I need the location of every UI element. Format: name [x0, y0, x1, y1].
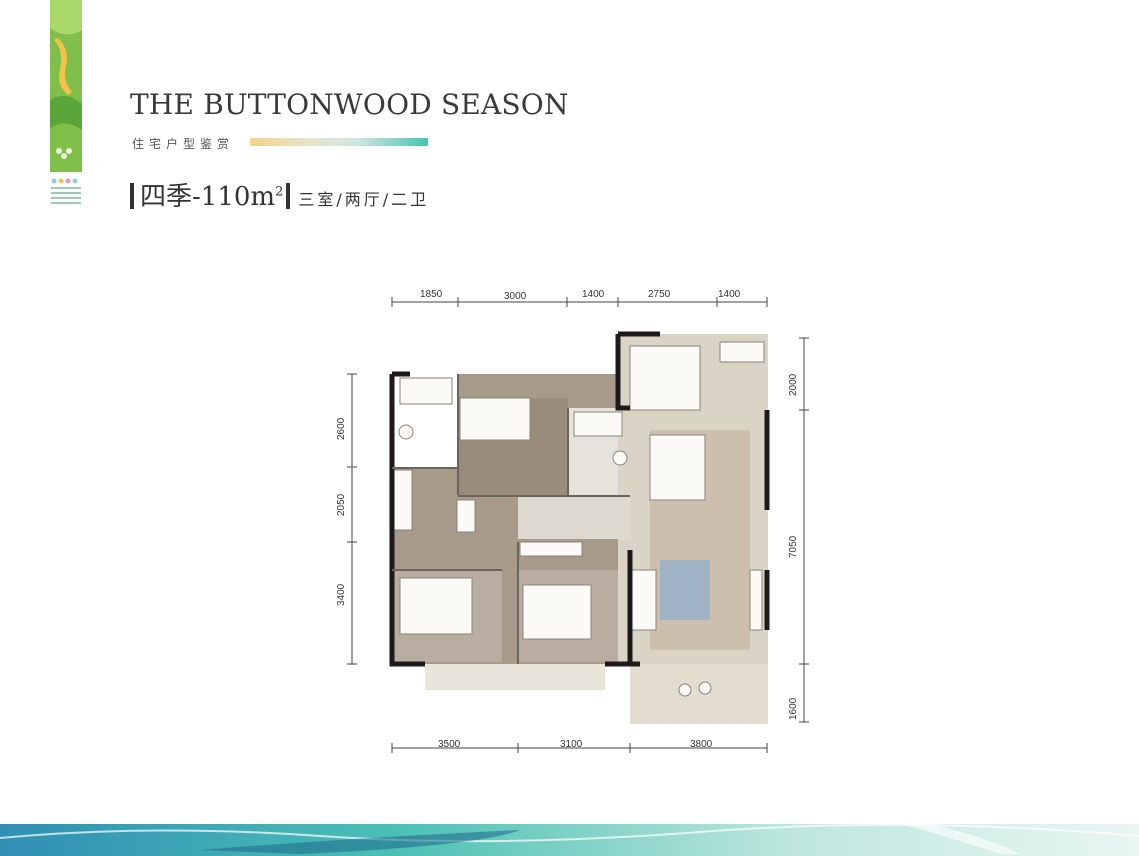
dim-left-2: 2050 [336, 493, 347, 516]
toilet-2 [612, 450, 628, 466]
gradient-accent-bar [250, 138, 428, 146]
dim-bottom-3: 3800 [690, 739, 713, 750]
wardrobe-2 [393, 469, 413, 531]
floor-plan: 1850 3000 1400 2750 1400 3500 3100 3800 … [336, 289, 809, 753]
room-summary: 三室/两厅/二卫 [298, 190, 430, 209]
dim-top-5: 1400 [718, 289, 741, 300]
fridge [719, 341, 765, 363]
unit-name-text: 四季-110m [140, 182, 276, 212]
walls [389, 331, 770, 667]
left-bar-divider [130, 183, 134, 209]
dim-top-1: 1850 [420, 289, 443, 300]
kitchen-counter [629, 345, 701, 411]
dining-table [649, 434, 706, 501]
sofa [631, 569, 657, 631]
dim-bottom-1: 3500 [438, 739, 461, 750]
balcony-chair-2 [698, 681, 712, 695]
page-subtitle: 住宅户型鉴赏 [132, 137, 235, 151]
decorative-dots [51, 178, 81, 204]
right-bar-divider [286, 183, 291, 209]
furniture [393, 341, 765, 697]
wardrobe-1 [456, 499, 476, 533]
bed-master [399, 577, 473, 635]
tv-unit [749, 569, 763, 631]
dimension-lines [347, 297, 809, 753]
dim-top-2: 3000 [504, 291, 527, 302]
bed-second [522, 584, 592, 640]
dim-right-2: 7050 [788, 535, 799, 558]
bed-north [459, 397, 531, 441]
balcony-chair-1 [678, 683, 692, 697]
unit-heading: 四季-110m2 三室/两厅/二卫 [130, 176, 429, 213]
decorative-wave [0, 823, 1139, 856]
wardrobe-3 [519, 541, 583, 557]
toilet-1 [398, 424, 414, 440]
interior-walls [392, 374, 630, 664]
dim-bottom-2: 3100 [560, 739, 583, 750]
decorative-ribbon [50, 0, 82, 172]
shower [573, 411, 623, 437]
dim-right-1: 2000 [788, 373, 799, 396]
dim-left-3: 3400 [336, 583, 347, 606]
dim-top-3: 1400 [582, 289, 605, 300]
dim-right-3: 1600 [788, 697, 799, 720]
unit-name: 四季-110m2 [140, 182, 283, 212]
page-title: THE BUTTONWOOD SEASON [130, 88, 569, 121]
bathtub [399, 377, 453, 405]
area-superscript: 2 [275, 184, 284, 200]
dim-top-4: 2750 [648, 289, 671, 300]
dim-left-1: 2600 [336, 417, 347, 440]
